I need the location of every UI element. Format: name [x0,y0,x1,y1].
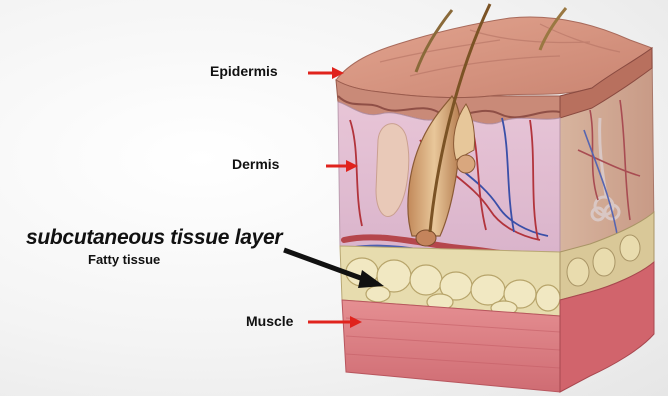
muscle-label: Muscle [246,313,293,329]
dermis-label: Dermis [232,156,279,172]
muscle-front [342,300,560,392]
fatty-tissue-label: Fatty tissue [88,252,160,267]
subcutaneous-label: subcutaneous tissue layer [26,226,282,250]
epidermis-label: Epidermis [210,63,278,79]
